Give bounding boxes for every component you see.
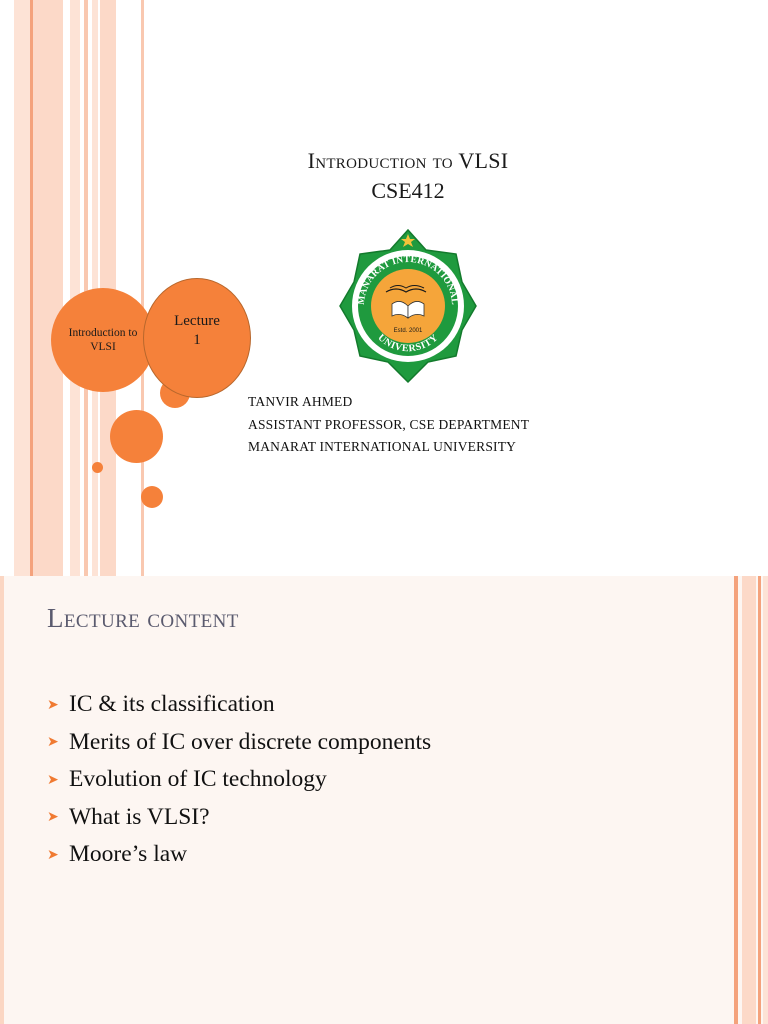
svg-text:Estd. 2001: Estd. 2001 [394, 328, 423, 334]
lecture-circle [143, 278, 251, 398]
author-title: ASSISTANT PROFESSOR, CSE DEPARTMENT [248, 416, 530, 432]
content-slide [0, 576, 768, 1024]
course-code: CSE412 [371, 178, 445, 203]
decor-circle [110, 410, 163, 463]
decor-circle [92, 462, 103, 473]
arrow-bullet-icon: ➤ [47, 734, 59, 751]
decor-band [14, 0, 30, 576]
decor-band [0, 576, 4, 1024]
list-item: ➤Evolution of IC technology [47, 766, 327, 793]
title-line-1: Introduction to VLSI [307, 148, 509, 173]
decor-band [763, 576, 768, 1024]
arrow-bullet-icon: ➤ [47, 771, 59, 788]
decor-band [84, 0, 88, 576]
author-organization: MANARAT INTERNATIONAL UNIVERSITY [248, 439, 517, 454]
slide-title: Introduction to VLSI CSE412 [200, 146, 616, 206]
decor-band [30, 0, 33, 576]
decor-band [742, 576, 756, 1024]
arrow-bullet-icon: ➤ [47, 809, 59, 826]
decor-band [758, 576, 761, 1024]
decor-circle [141, 486, 163, 508]
author-name: TANVIR AHMED [248, 394, 353, 409]
title-slide: Introduction to VLSI CSE412 Introduction… [14, 0, 648, 576]
university-logo: MANARAT INTERNATIONAL UNIVERSITY Estd. 2… [334, 226, 482, 384]
author-block: TANVIR AHMED ASSISTANT PROFESSOR, CSE DE… [248, 391, 648, 459]
lecture-circle-label: Lecture 1 [174, 313, 220, 348]
decor-band [734, 576, 738, 1024]
list-item: ➤Merits of IC over discrete components [47, 728, 432, 755]
list-item: ➤IC & its classification [47, 691, 275, 718]
topic-circle [51, 288, 155, 392]
topic-circle-label: Introduction to VLSI [68, 327, 138, 353]
list-item: ➤Moore’s law [47, 841, 188, 868]
decor-band [141, 0, 144, 576]
open-book-icon [391, 301, 425, 319]
slide-title: Lecture content [47, 603, 239, 633]
arrow-bullet-icon: ➤ [47, 696, 59, 713]
list-item: ➤What is VLSI? [47, 803, 210, 830]
arrow-bullet-icon: ➤ [47, 846, 59, 863]
bullet-list: ➤IC & its classification ➤Merits of IC o… [47, 686, 431, 874]
decor-band [33, 0, 63, 576]
decor-band [70, 0, 80, 576]
